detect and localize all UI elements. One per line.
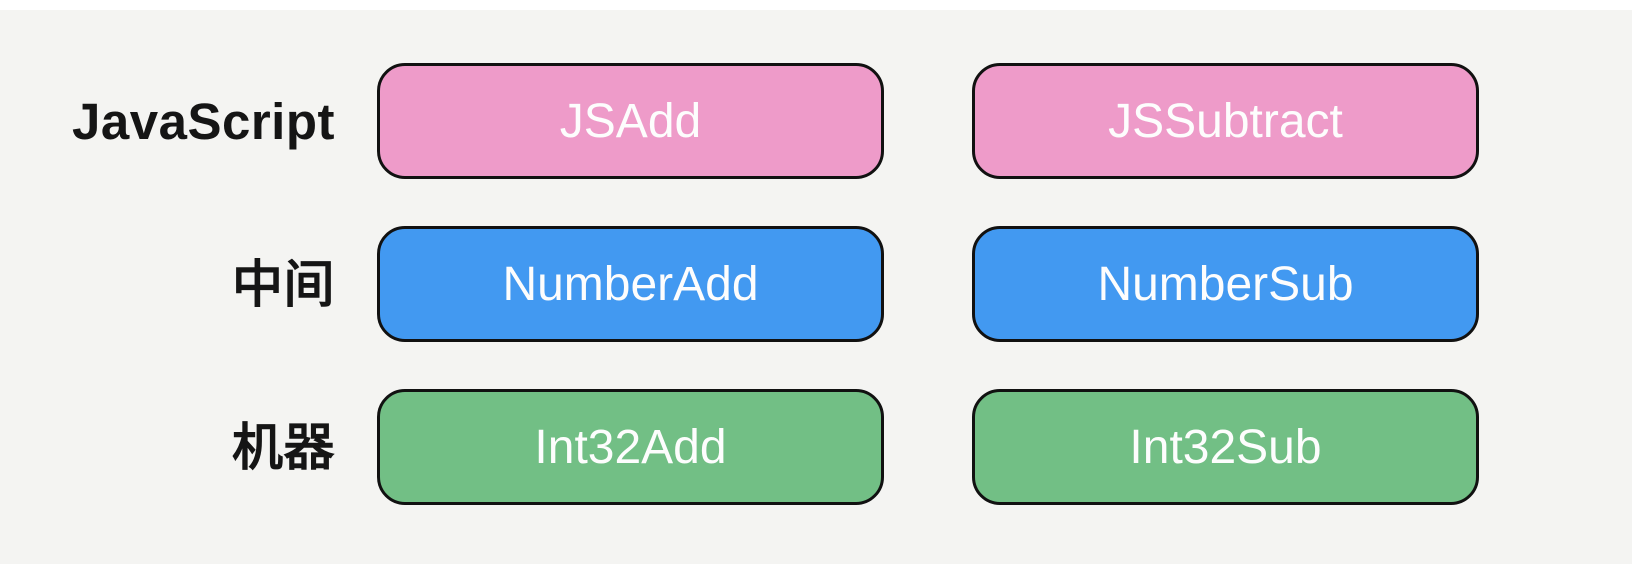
node-numbersub: NumberSub [972, 226, 1479, 342]
node-int32sub: Int32Sub [972, 389, 1479, 505]
node-jssubtract: JSSubtract [972, 63, 1479, 179]
node-int32add: Int32Add [377, 389, 884, 505]
row-intermediate-tier: 中间 NumberAdd NumberSub [0, 226, 1632, 342]
row-label-javascript: JavaScript [72, 92, 335, 150]
row-label-machine: 机器 [231, 418, 335, 476]
node-numberadd: NumberAdd [377, 226, 884, 342]
top-margin-strip [0, 0, 1632, 10]
node-jsadd: JSAdd [377, 63, 884, 179]
row-label-intermediate: 中间 [231, 255, 335, 313]
row-javascript-tier: JavaScript JSAdd JSSubtract [0, 63, 1632, 179]
compiler-tiers-diagram: JavaScript JSAdd JSSubtract 中间 NumberAdd… [0, 10, 1632, 505]
row-machine-tier: 机器 Int32Add Int32Sub [0, 389, 1632, 505]
